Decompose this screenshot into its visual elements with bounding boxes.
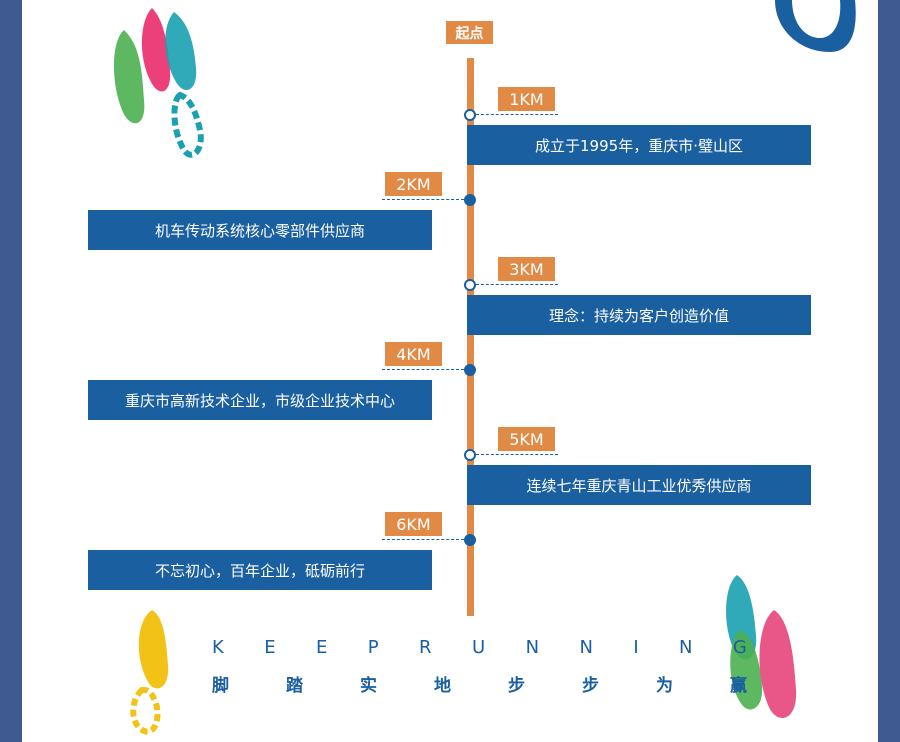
milestone-connector [476,114,558,115]
milestone-description: 理念：持续为客户创造价值 [467,295,811,335]
milestone-description: 成立于1995年，重庆市·璧山区 [467,125,811,165]
slogan-letter: N [525,637,540,658]
milestone-connector [382,539,464,540]
slogan-letter: R [419,637,432,658]
milestone-node [464,364,476,376]
slogan-letter: P [367,637,379,658]
slogan-letter: E [264,637,276,658]
footprint-icon [775,0,856,52]
milestone-description: 连续七年重庆青山工业优秀供应商 [467,465,811,505]
start-label: 起点 [446,21,493,44]
footprint-icon [726,575,797,719]
milestone-km-label: 6KM [385,512,442,536]
milestone-connector [476,284,558,285]
milestone-node [464,194,476,206]
milestone-km-label: 5KM [498,427,555,451]
slogan-character: 步 [508,676,525,696]
slogan-letter: U [471,637,486,658]
slogan-character: 步 [582,676,599,696]
slogan-character: 赢 [730,676,747,696]
slogan-character: 踏 [286,676,303,696]
milestone-km-label: 4KM [385,342,442,366]
slogan-character: 地 [434,676,451,696]
milestone-description: 不忘初心，百年企业，砥砺前行 [88,550,432,590]
footprint-icon [130,610,169,735]
milestone-node [464,279,476,291]
slogan-letter: N [679,637,693,658]
timeline-axis [467,58,474,616]
milestone-description: 机车传动系统核心零部件供应商 [88,210,432,250]
milestone-node [464,109,476,121]
slogan-letter: I [633,637,639,658]
milestone-connector [382,369,464,370]
milestone-connector [382,199,464,200]
footprint-icon [113,8,204,158]
slogan-chinese: 脚踏实地步步为赢 [212,671,747,696]
milestone-connector [476,454,558,455]
milestone-description: 重庆市高新技术企业，市级企业技术中心 [88,380,432,420]
slogan-character: 为 [656,676,673,696]
milestone-node [464,449,476,461]
milestone-km-label: 3KM [498,257,555,281]
slogan-letter: K [212,637,224,658]
slogan-character: 实 [360,676,377,696]
slogan-letter: N [579,637,593,658]
milestone-km-label: 2KM [385,172,442,196]
slogan-letter: E [316,637,328,658]
slogan-letter: G [732,637,747,658]
timeline-page: 起点 1KM 成立于1995年，重庆市·璧山区 2KM 机车传动系统核心零部件供应商 3… [22,0,878,742]
milestone-km-label: 1KM [498,87,555,111]
milestone-node [464,534,476,546]
slogan-character: 脚 [212,676,229,696]
